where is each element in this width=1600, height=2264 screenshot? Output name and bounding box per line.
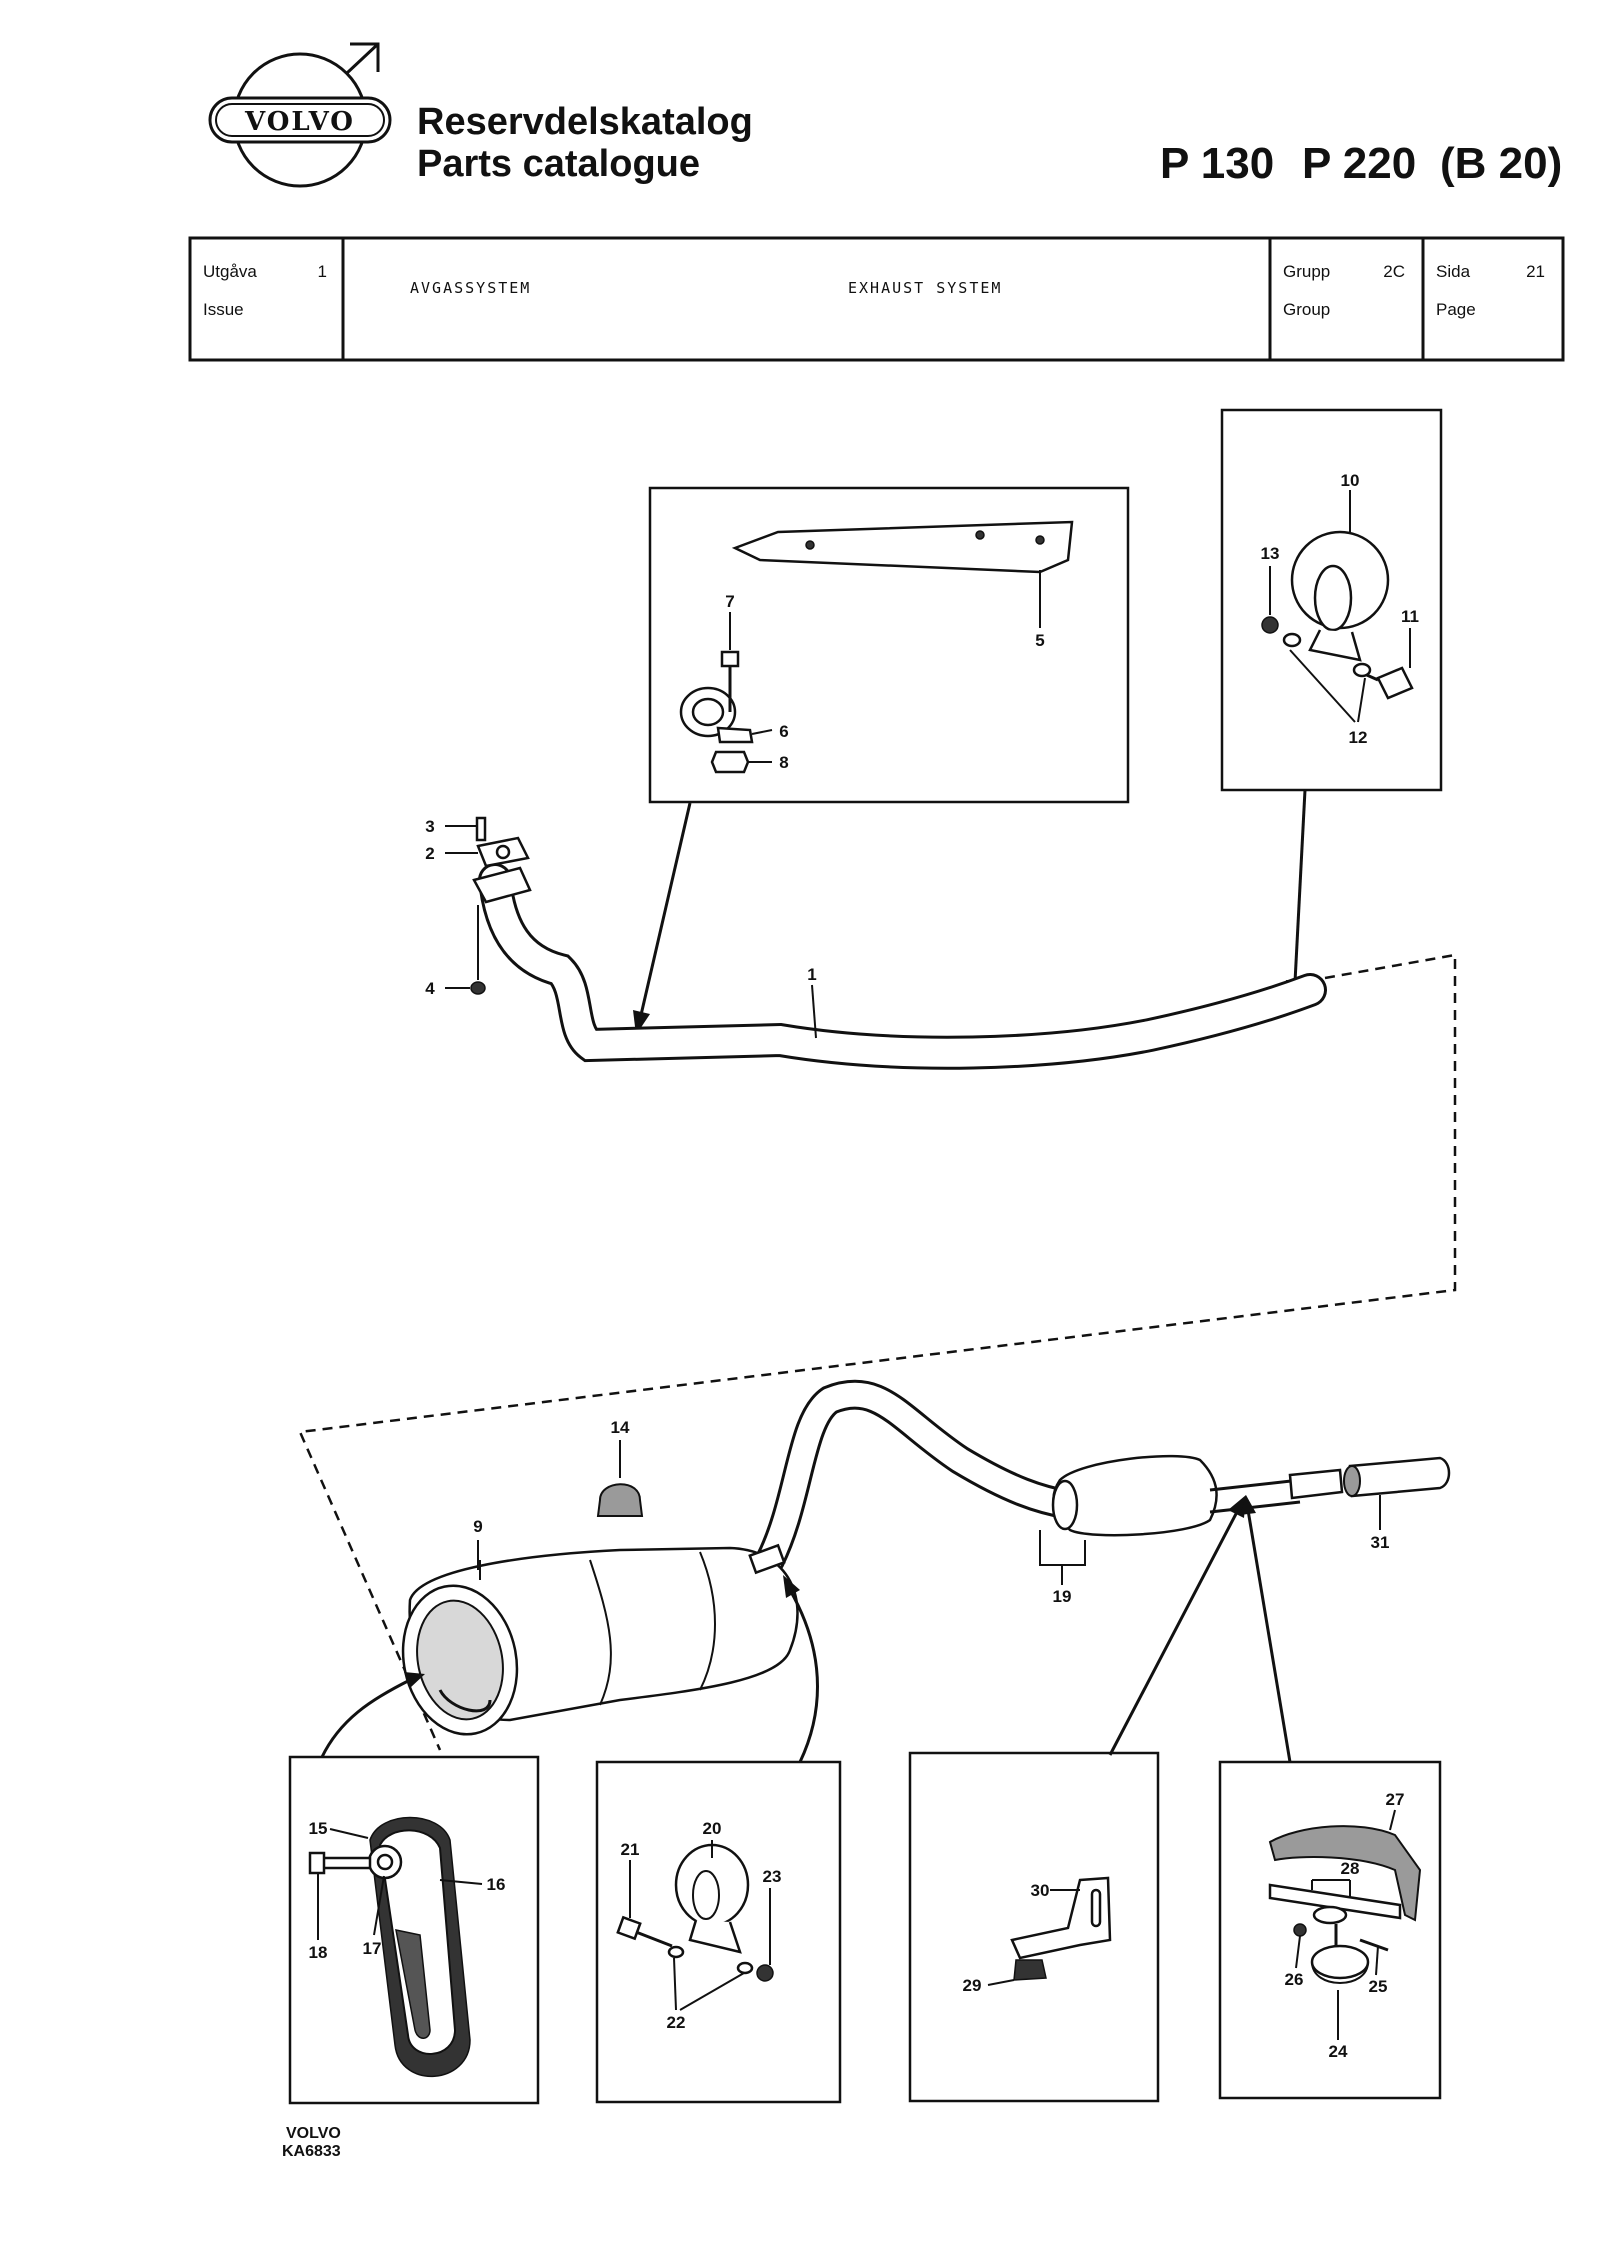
page-label-en: Page: [1436, 300, 1476, 319]
label-part-18: 18: [309, 1943, 328, 1962]
label-part-13: 13: [1261, 544, 1280, 563]
inset-clamp-20: [595, 1760, 842, 2104]
label-part-31: 31: [1371, 1533, 1390, 1552]
volvo-logo: VOLVO: [208, 42, 392, 188]
front-exhaust-pipe: [445, 816, 1327, 1070]
inset-bracket-detail: [648, 486, 1130, 804]
rear-exhaust-system: [401, 1379, 1451, 1736]
group-label-en: Group: [1283, 300, 1330, 319]
issue-value: 1: [318, 262, 327, 281]
catalogue-title-english: Parts catalogue: [417, 143, 700, 185]
label-part-6: 6: [779, 722, 788, 741]
label-part-22: 22: [667, 2013, 686, 2032]
label-part-10: 10: [1341, 471, 1360, 490]
group-value: 2C: [1383, 262, 1405, 281]
page-label-sv: Sida: [1436, 262, 1471, 281]
label-part-25: 25: [1369, 1977, 1388, 1996]
label-part-11: 11: [1401, 607, 1419, 626]
label-part-12: 12: [1349, 728, 1368, 747]
label-part-28: 28: [1341, 1859, 1360, 1878]
label-part-30: 30: [1031, 1881, 1050, 1900]
label-part-9: 9: [473, 1517, 482, 1536]
part-number-labels: 1 2 3 4 5 6 7 8 9 10 11 12 13 14 15 16 1…: [309, 471, 1419, 2061]
inset-bracket-29-30: [908, 1751, 1160, 2103]
footer-brand: VOLVO: [286, 2125, 341, 2142]
engine-code: (B 20): [1440, 139, 1562, 188]
drawing-code: KA6833: [282, 2143, 341, 2160]
model-p130: P 130: [1160, 139, 1274, 188]
label-part-4: 4: [425, 979, 435, 998]
inset-mount-ring: [288, 1755, 540, 2105]
label-part-15: 15: [309, 1819, 328, 1838]
model-p220: P 220: [1302, 139, 1416, 188]
label-part-1: 1: [807, 965, 816, 984]
label-part-24: 24: [1329, 2042, 1348, 2061]
page-value: 21: [1526, 262, 1545, 281]
issue-label-en: Issue: [203, 300, 244, 319]
label-part-21: 21: [621, 1840, 640, 1859]
label-part-17: 17: [363, 1939, 382, 1958]
label-part-19: 19: [1053, 1587, 1072, 1606]
inset-clamp-detail: [1220, 408, 1443, 792]
logo-brand-text: VOLVO: [244, 107, 355, 137]
label-part-16: 16: [487, 1875, 506, 1894]
inset-hanger-24-28: [1218, 1760, 1442, 2100]
label-part-8: 8: [779, 753, 788, 772]
issue-label-sv: Utgåva: [203, 262, 257, 281]
dashed-connection-outline: [298, 953, 1457, 1751]
label-part-14: 14: [611, 1418, 630, 1437]
group-label-sv: Grupp: [1283, 262, 1330, 281]
catalogue-title-swedish: Reservdelskatalog: [417, 101, 753, 143]
bottom-leader-arrows: [320, 1495, 1292, 1763]
label-part-2: 2: [425, 844, 434, 863]
label-part-29: 29: [963, 1976, 982, 1995]
label-part-3: 3: [425, 817, 434, 836]
label-part-5: 5: [1035, 631, 1044, 650]
top-leader-arrows: [633, 789, 1307, 1035]
label-part-20: 20: [703, 1819, 722, 1838]
label-part-7: 7: [725, 592, 734, 611]
label-part-27: 27: [1386, 1790, 1405, 1809]
label-part-26: 26: [1285, 1970, 1304, 1989]
section-title-sv: AVGASSYSTEM: [410, 279, 531, 297]
section-title-en: EXHAUST SYSTEM: [848, 279, 1002, 297]
info-box: Utgåva Issue 1 AVGASSYSTEM EXHAUST SYSTE…: [188, 236, 1565, 362]
label-part-23: 23: [763, 1867, 782, 1886]
